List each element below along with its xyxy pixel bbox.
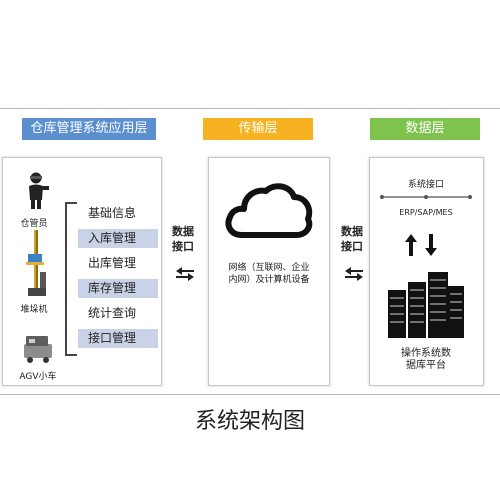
interface-systems-label: ERP/SAP/MES: [399, 208, 453, 217]
right-bidirectional-arrow-icon: [345, 267, 363, 281]
menu-item-interface: 接口管理: [78, 329, 158, 348]
agv-cart-icon: [24, 336, 52, 363]
data-layer-tab: 数据层: [370, 118, 480, 140]
transport-layer-tab: 传输层: [203, 118, 313, 140]
left-connector-label-line2: 接口: [172, 240, 194, 253]
device-label-person: 仓管员: [20, 219, 48, 229]
device-label-stacker: 堆垛机: [20, 305, 48, 315]
server-rack-icon: [388, 272, 464, 338]
device-label-agv: AGV小车: [19, 372, 57, 382]
interface-link-line: [380, 195, 472, 199]
cloud-icon: [225, 183, 313, 238]
top-divider: [0, 108, 500, 109]
bottom-divider: [0, 394, 500, 395]
menu-item-inbound: 入库管理: [78, 229, 158, 248]
left-connector-label-line1: 数据: [172, 225, 194, 238]
stacker-crane-icon: [26, 230, 46, 296]
menu-bracket: [65, 202, 77, 356]
platform-label-line1: 操作系统数: [401, 348, 451, 359]
platform-label-line2: 据库平台: [406, 360, 446, 371]
menu-item-basic-info: 基础信息: [88, 206, 137, 220]
menu-item-inventory: 库存管理: [78, 279, 158, 298]
network-description-line1: 网络（互联网、企业: [228, 263, 310, 273]
right-connector-label-line2: 接口: [341, 240, 363, 253]
system-interface-title: 系统接口: [407, 180, 444, 190]
data-layer-panel: [369, 157, 484, 386]
left-bidirectional-arrow-icon: [176, 267, 194, 281]
app-layer-tab: 仓库管理系统应用层: [22, 118, 156, 140]
menu-item-outbound: 出库管理: [88, 256, 137, 270]
transport-layer-panel: [208, 157, 330, 386]
up-down-arrows-icon: [405, 234, 437, 256]
right-connector-label-line1: 数据: [341, 225, 363, 238]
menu-item-statistics: 统计查询: [88, 306, 137, 320]
network-description-line2: 内网）及计算机设备: [228, 275, 310, 285]
person-icon: [29, 172, 49, 209]
diagram-title: 系统架构图: [194, 409, 305, 434]
